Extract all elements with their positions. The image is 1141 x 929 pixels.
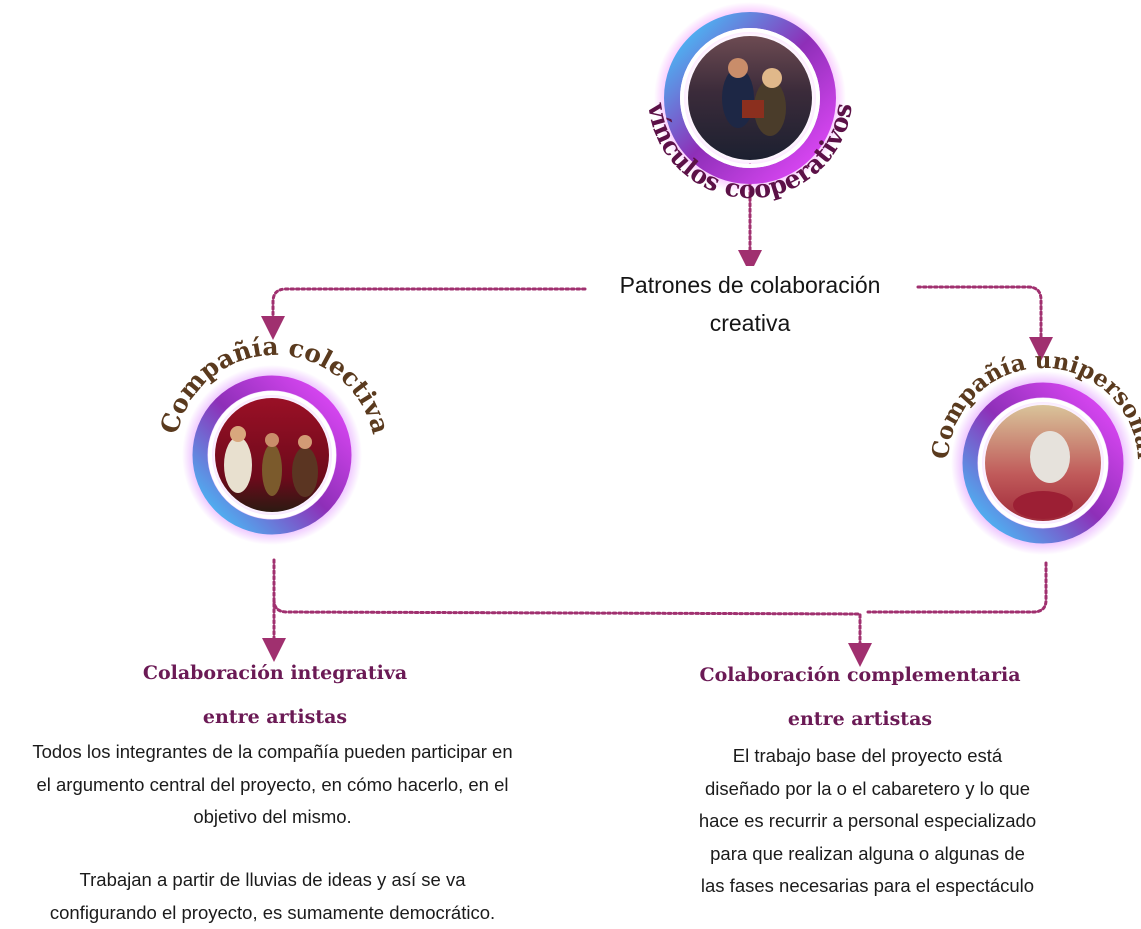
left-paragraph-2: Trabajan a partir de lluvias de ideas y … — [5, 864, 540, 929]
center-label-line1: Patrones de colaboración — [590, 266, 910, 304]
right-heading-line2: entre artistas — [655, 708, 1065, 730]
right-paragraph-line: hace es recurrir a personal especializad… — [680, 805, 1055, 838]
right-paragraph-line: para que realizan alguna o algunas de — [680, 838, 1055, 871]
connector-center-to-right — [918, 287, 1041, 349]
top-node: vínculos cooperativos — [620, 8, 880, 228]
left-paragraph-2-line: configurando el proyecto, es sumamente d… — [5, 897, 540, 929]
left-paragraph-1-line: Todos los integrantes de la compañía pue… — [5, 736, 540, 769]
left-heading-line1: Colaboración integrativa — [95, 662, 455, 684]
left-node: Compañía colectiva — [150, 330, 400, 570]
right-paragraph-line: las fases necesarias para el espectáculo — [680, 870, 1055, 903]
right-paragraph-line: diseñado por la o el cabaretero y lo que — [680, 773, 1055, 806]
left-node-graphic: Compañía colectiva — [150, 330, 400, 570]
connector-center-to-left — [273, 289, 585, 328]
left-heading-line2: entre artistas — [95, 706, 455, 728]
left-paragraph-1-line: el argumento central del proyecto, en có… — [5, 769, 540, 802]
right-node-graphic: Compañía unipersonal — [930, 345, 1141, 575]
center-label-line2: creativa — [590, 304, 910, 342]
right-heading-line1: Colaboración complementaria — [655, 664, 1065, 686]
left-paragraph-2-line: Trabajan a partir de lluvias de ideas y … — [5, 864, 540, 897]
left-paragraph-1: Todos los integrantes de la compañía pue… — [5, 736, 540, 834]
right-node: Compañía unipersonal — [930, 345, 1141, 575]
top-node-graphic: vínculos cooperativos — [620, 8, 880, 228]
center-label: Patrones de colaboración creativa — [590, 266, 910, 342]
right-paragraph-line: El trabajo base del proyecto está — [680, 740, 1055, 773]
connector-left-merge — [274, 600, 860, 655]
left-paragraph-1-line: objetivo del mismo. — [5, 801, 540, 834]
right-paragraph: El trabajo base del proyecto está diseña… — [680, 740, 1055, 903]
